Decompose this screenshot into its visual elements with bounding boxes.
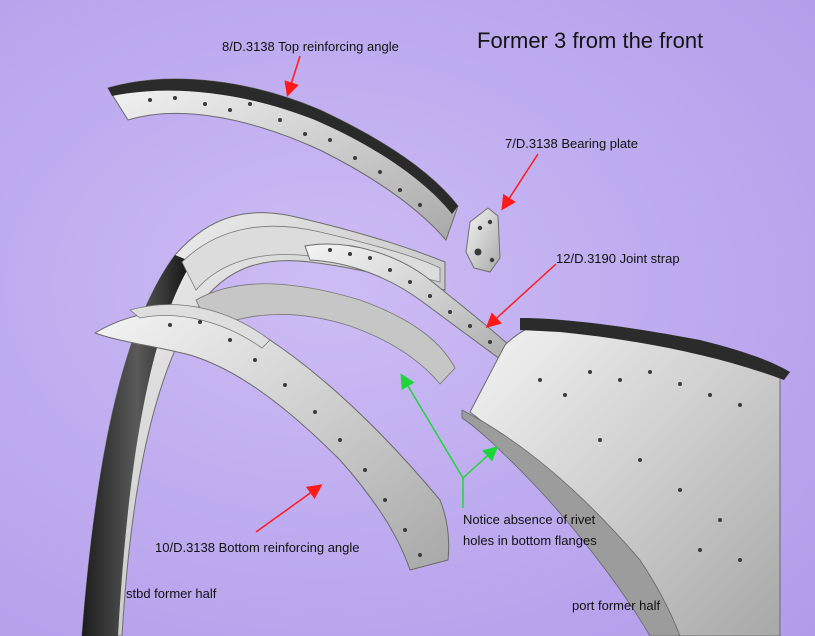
bearing-plate bbox=[465, 207, 501, 273]
arrow-bottom-angle bbox=[255, 484, 323, 533]
arrow-joint-strap bbox=[485, 263, 557, 329]
label-port-former-half: port former half bbox=[572, 598, 661, 613]
bottom-reinforcing-angle bbox=[93, 304, 450, 571]
top-reinforcing-angle bbox=[107, 78, 459, 241]
label-top-reinforcing-angle: 8/D.3138 Top reinforcing angle bbox=[222, 39, 399, 54]
port-former-half bbox=[461, 318, 790, 636]
label-bottom-reinforcing-angle: 10/D.3138 Bottom reinforcing angle bbox=[155, 540, 360, 555]
arrow-note-left bbox=[400, 373, 464, 479]
label-note-rivet-holes: Notice absence of rivet holes in bottom … bbox=[463, 512, 597, 548]
arrow-top-angle bbox=[284, 55, 301, 97]
label-joint-strap: 12/D.3190 Joint strap bbox=[556, 251, 680, 266]
arrow-note-right bbox=[462, 445, 499, 479]
arrow-bearing-plate bbox=[501, 153, 539, 211]
label-bearing-plate: 7/D.3138 Bearing plate bbox=[505, 136, 638, 151]
diagram-title: Former 3 from the front bbox=[477, 28, 704, 53]
label-stbd-former-half: stbd former half bbox=[126, 586, 217, 601]
